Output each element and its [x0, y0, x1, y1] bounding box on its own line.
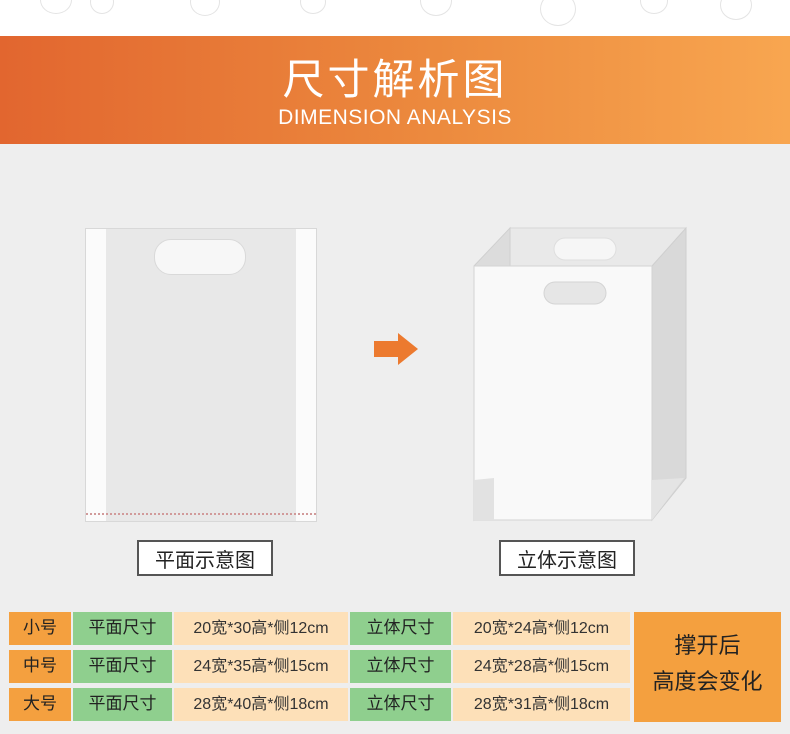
table-size-cell: 小号 [9, 612, 71, 645]
note-line-1: 撑开后 [674, 634, 741, 659]
top-decoration-strip [0, 0, 790, 36]
table-flat-label: 平面尺寸 [73, 688, 172, 721]
decorative-circle [300, 0, 326, 14]
decorative-circle [90, 0, 114, 14]
3d-diagram-caption: 立体示意图 [499, 540, 635, 576]
table-size-cell: 中号 [9, 650, 71, 683]
banner-subtitle: DIMENSION ANALYSIS [278, 106, 512, 129]
flat-diagram-caption: 平面示意图 [137, 540, 273, 576]
bag-side-gusset-right [296, 229, 316, 521]
bag-handle-hole [154, 239, 246, 275]
decorative-circle [540, 0, 576, 26]
decorative-circle [40, 0, 72, 14]
decorative-circle [720, 0, 752, 20]
table-flat-label: 平面尺寸 [73, 650, 172, 683]
right-arrow-icon [374, 333, 418, 365]
table-solid-label: 立体尺寸 [350, 612, 451, 645]
bag-side-gusset-left [86, 229, 106, 521]
height-change-note: 撑开后 高度会变化 [634, 612, 781, 722]
decorative-circle [640, 0, 668, 14]
box-bag-illustration [473, 226, 687, 522]
note-line-2: 高度会变化 [652, 670, 763, 695]
table-solid-label: 立体尺寸 [350, 650, 451, 683]
banner-title: 尺寸解析图 [282, 55, 508, 104]
table-solid-value: 28宽*31高*侧18cm [453, 688, 630, 721]
table-flat-value: 28宽*40高*侧18cm [174, 688, 348, 721]
table-solid-label: 立体尺寸 [350, 688, 451, 721]
decorative-circle [420, 0, 452, 16]
bag-bottom-seal [86, 513, 316, 515]
decorative-circle [190, 0, 220, 16]
table-solid-value: 24宽*28高*侧15cm [453, 650, 630, 683]
table-solid-value: 20宽*24高*侧12cm [453, 612, 630, 645]
table-flat-value: 20宽*30高*侧12cm [174, 612, 348, 645]
table-flat-label: 平面尺寸 [73, 612, 172, 645]
title-banner: 尺寸解析图 DIMENSION ANALYSIS [0, 36, 790, 144]
table-size-cell: 大号 [9, 688, 71, 721]
flat-bag-illustration [85, 228, 317, 522]
table-flat-value: 24宽*35高*侧15cm [174, 650, 348, 683]
